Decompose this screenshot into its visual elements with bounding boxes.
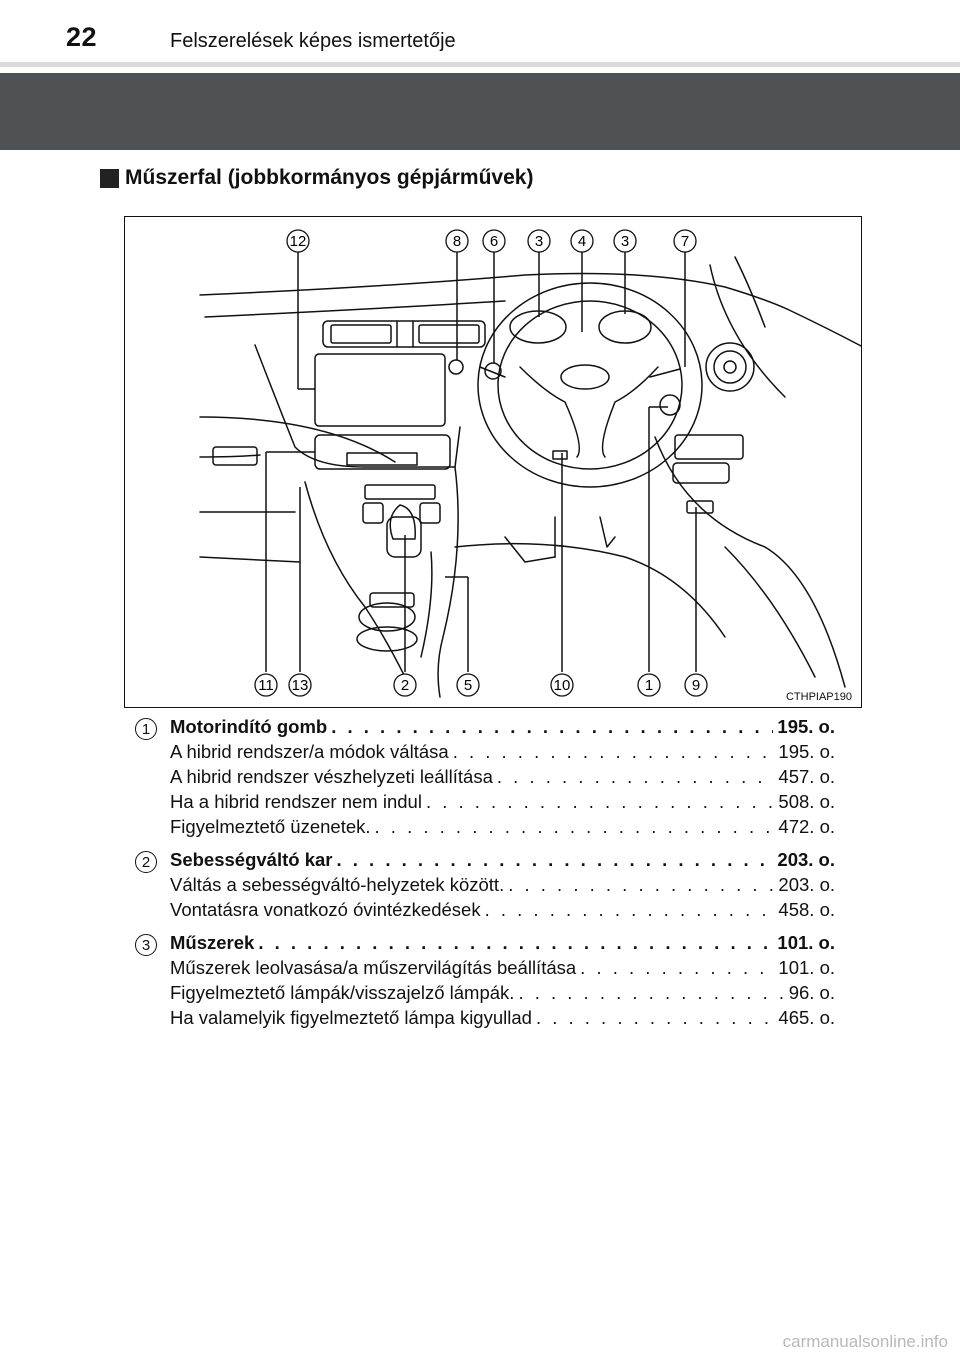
sub-row: Vontatásra vonatkozó óvintézkedések 458. … <box>170 899 835 924</box>
sub-page: 508. o. <box>778 791 835 812</box>
sub-page: 465. o. <box>778 1007 835 1028</box>
svg-text:1: 1 <box>645 677 653 694</box>
sub-label: A hibrid rendszer/a módok váltása <box>170 741 449 762</box>
sub-page: 472. o. <box>778 816 835 837</box>
sub-row: Műszerek leolvasása/a műszervilágítás be… <box>170 957 835 982</box>
sub-label: Ha valamelyik figyelmeztető lámpa kigyul… <box>170 1007 532 1028</box>
svg-text:7: 7 <box>681 233 689 250</box>
callout-4: 4 <box>570 229 594 253</box>
sub-page: 457. o. <box>778 766 835 787</box>
sub-label: Figyelmeztető lámpák/visszajelző lámpák. <box>170 982 515 1003</box>
figure-code: CTHPIAP190 <box>782 691 855 703</box>
section-title: Műszerfal (jobbkormányos gépjárművek) <box>125 166 534 189</box>
sub-row: Ha valamelyik figyelmeztető lámpa kigyul… <box>170 1007 835 1032</box>
item-title: Műszerek <box>170 932 255 953</box>
leader-dots <box>497 766 775 788</box>
svg-text:12: 12 <box>290 233 307 250</box>
sub-page: 203. o. <box>778 874 835 895</box>
sub-page: 96. o. <box>788 982 835 1003</box>
header-title: Felszerelések képes ismertetője <box>170 30 456 52</box>
leader-dots <box>485 899 775 921</box>
sub-page: 458. o. <box>778 899 835 920</box>
leader-dots <box>580 957 774 979</box>
callout-3b: 3 <box>613 229 637 253</box>
item-title: Motorindító gomb <box>170 716 328 737</box>
list-item: 2 Sebességváltó kar 203. o. Váltás a sebe… <box>135 849 835 924</box>
sub-page: 101. o. <box>778 957 835 978</box>
svg-text:3: 3 <box>621 233 629 250</box>
leader-dots <box>426 791 774 813</box>
callout-1: 1 <box>637 673 661 697</box>
leader-dots <box>331 716 773 738</box>
item-page: 203. o. <box>777 849 835 870</box>
leader-dots <box>336 849 773 871</box>
sub-row: A hibrid rendszer/a módok váltása 195. o. <box>170 741 835 766</box>
sub-label: A hibrid rendszer vészhelyzeti leállítás… <box>170 766 493 787</box>
callout-6: 6 <box>482 229 506 253</box>
leader-dots <box>453 741 775 763</box>
sub-row: Váltás a sebességváltó-helyzetek között.… <box>170 874 835 899</box>
page-header: 22 Felszerelések képes ismertetője <box>0 0 960 66</box>
item-title-row: Motorindító gomb 195. o. <box>170 716 835 741</box>
callout-10: 10 <box>550 673 574 697</box>
callout-5: 5 <box>456 673 480 697</box>
callout-2: 2 <box>393 673 417 697</box>
sub-page: 195. o. <box>778 741 835 762</box>
svg-text:5: 5 <box>464 677 472 694</box>
svg-text:2: 2 <box>401 677 409 694</box>
callout-9: 9 <box>684 673 708 697</box>
callout-7: 7 <box>673 229 697 253</box>
svg-text:13: 13 <box>292 677 309 694</box>
svg-text:4: 4 <box>578 233 586 250</box>
svg-text:9: 9 <box>692 677 700 694</box>
watermark: carmanualsonline.info <box>782 1332 948 1351</box>
svg-text:11: 11 <box>258 677 274 694</box>
header-band <box>0 73 960 150</box>
list-item: 3 Műszerek 101. o. Műszerek leolvasása/a … <box>135 932 835 1032</box>
sub-row: Figyelmeztető üzenetek. 472. o. <box>170 816 835 841</box>
leader-dots <box>518 982 784 1004</box>
item-page: 101. o. <box>777 932 835 953</box>
page-number: 22 <box>66 22 98 52</box>
sub-label: Ha a hibrid rendszer nem indul <box>170 791 422 812</box>
callout-3a: 3 <box>527 229 551 253</box>
item-number-badge: 2 <box>135 851 157 873</box>
header-divider <box>0 62 960 67</box>
item-title-row: Sebességváltó kar 203. o. <box>170 849 835 874</box>
item-page: 195. o. <box>777 716 835 737</box>
sub-row: Ha a hibrid rendszer nem indul 508. o. <box>170 791 835 816</box>
dashboard-illustration: 12 8 6 3 4 3 7 11 13 2 5 10 1 9 CTHPIAP1… <box>124 216 862 708</box>
leader-dots <box>258 932 773 954</box>
sub-label: Műszerek leolvasása/a műszervilágítás be… <box>170 957 577 978</box>
sub-label: Figyelmeztető üzenetek. <box>170 816 371 837</box>
callout-13: 13 <box>288 673 312 697</box>
item-title-row: Műszerek 101. o. <box>170 932 835 957</box>
svg-text:10: 10 <box>554 677 571 694</box>
dashboard-drawing: 12 8 6 3 4 3 7 11 13 2 5 10 1 9 <box>199 229 861 698</box>
section-heading: Műszerfal (jobbkormányos gépjárművek) <box>100 166 533 190</box>
sub-label: Vontatásra vonatkozó óvintézkedések <box>170 899 481 920</box>
svg-text:6: 6 <box>490 233 498 250</box>
sub-label: Váltás a sebességváltó-helyzetek között. <box>170 874 505 895</box>
section-square-icon <box>100 168 119 188</box>
sub-row: Figyelmeztető lámpák/visszajelző lámpák.… <box>170 982 835 1007</box>
sub-row: A hibrid rendszer vészhelyzeti leállítás… <box>170 766 835 791</box>
callout-8: 8 <box>445 229 469 253</box>
list-item: 1 Motorindító gomb 195. o. A hibrid rends… <box>135 716 835 841</box>
leader-dots <box>375 816 775 838</box>
callout-12: 12 <box>286 229 310 253</box>
item-title: Sebességváltó kar <box>170 849 333 870</box>
leader-dots <box>536 1007 774 1029</box>
callout-11: 11 <box>254 673 278 697</box>
reference-list: 1 Motorindító gomb 195. o. A hibrid rends… <box>135 716 835 1040</box>
item-number-badge: 1 <box>135 718 157 740</box>
item-number-badge: 3 <box>135 934 157 956</box>
svg-text:3: 3 <box>535 233 543 250</box>
svg-text:8: 8 <box>453 233 461 250</box>
leader-dots <box>508 874 774 896</box>
